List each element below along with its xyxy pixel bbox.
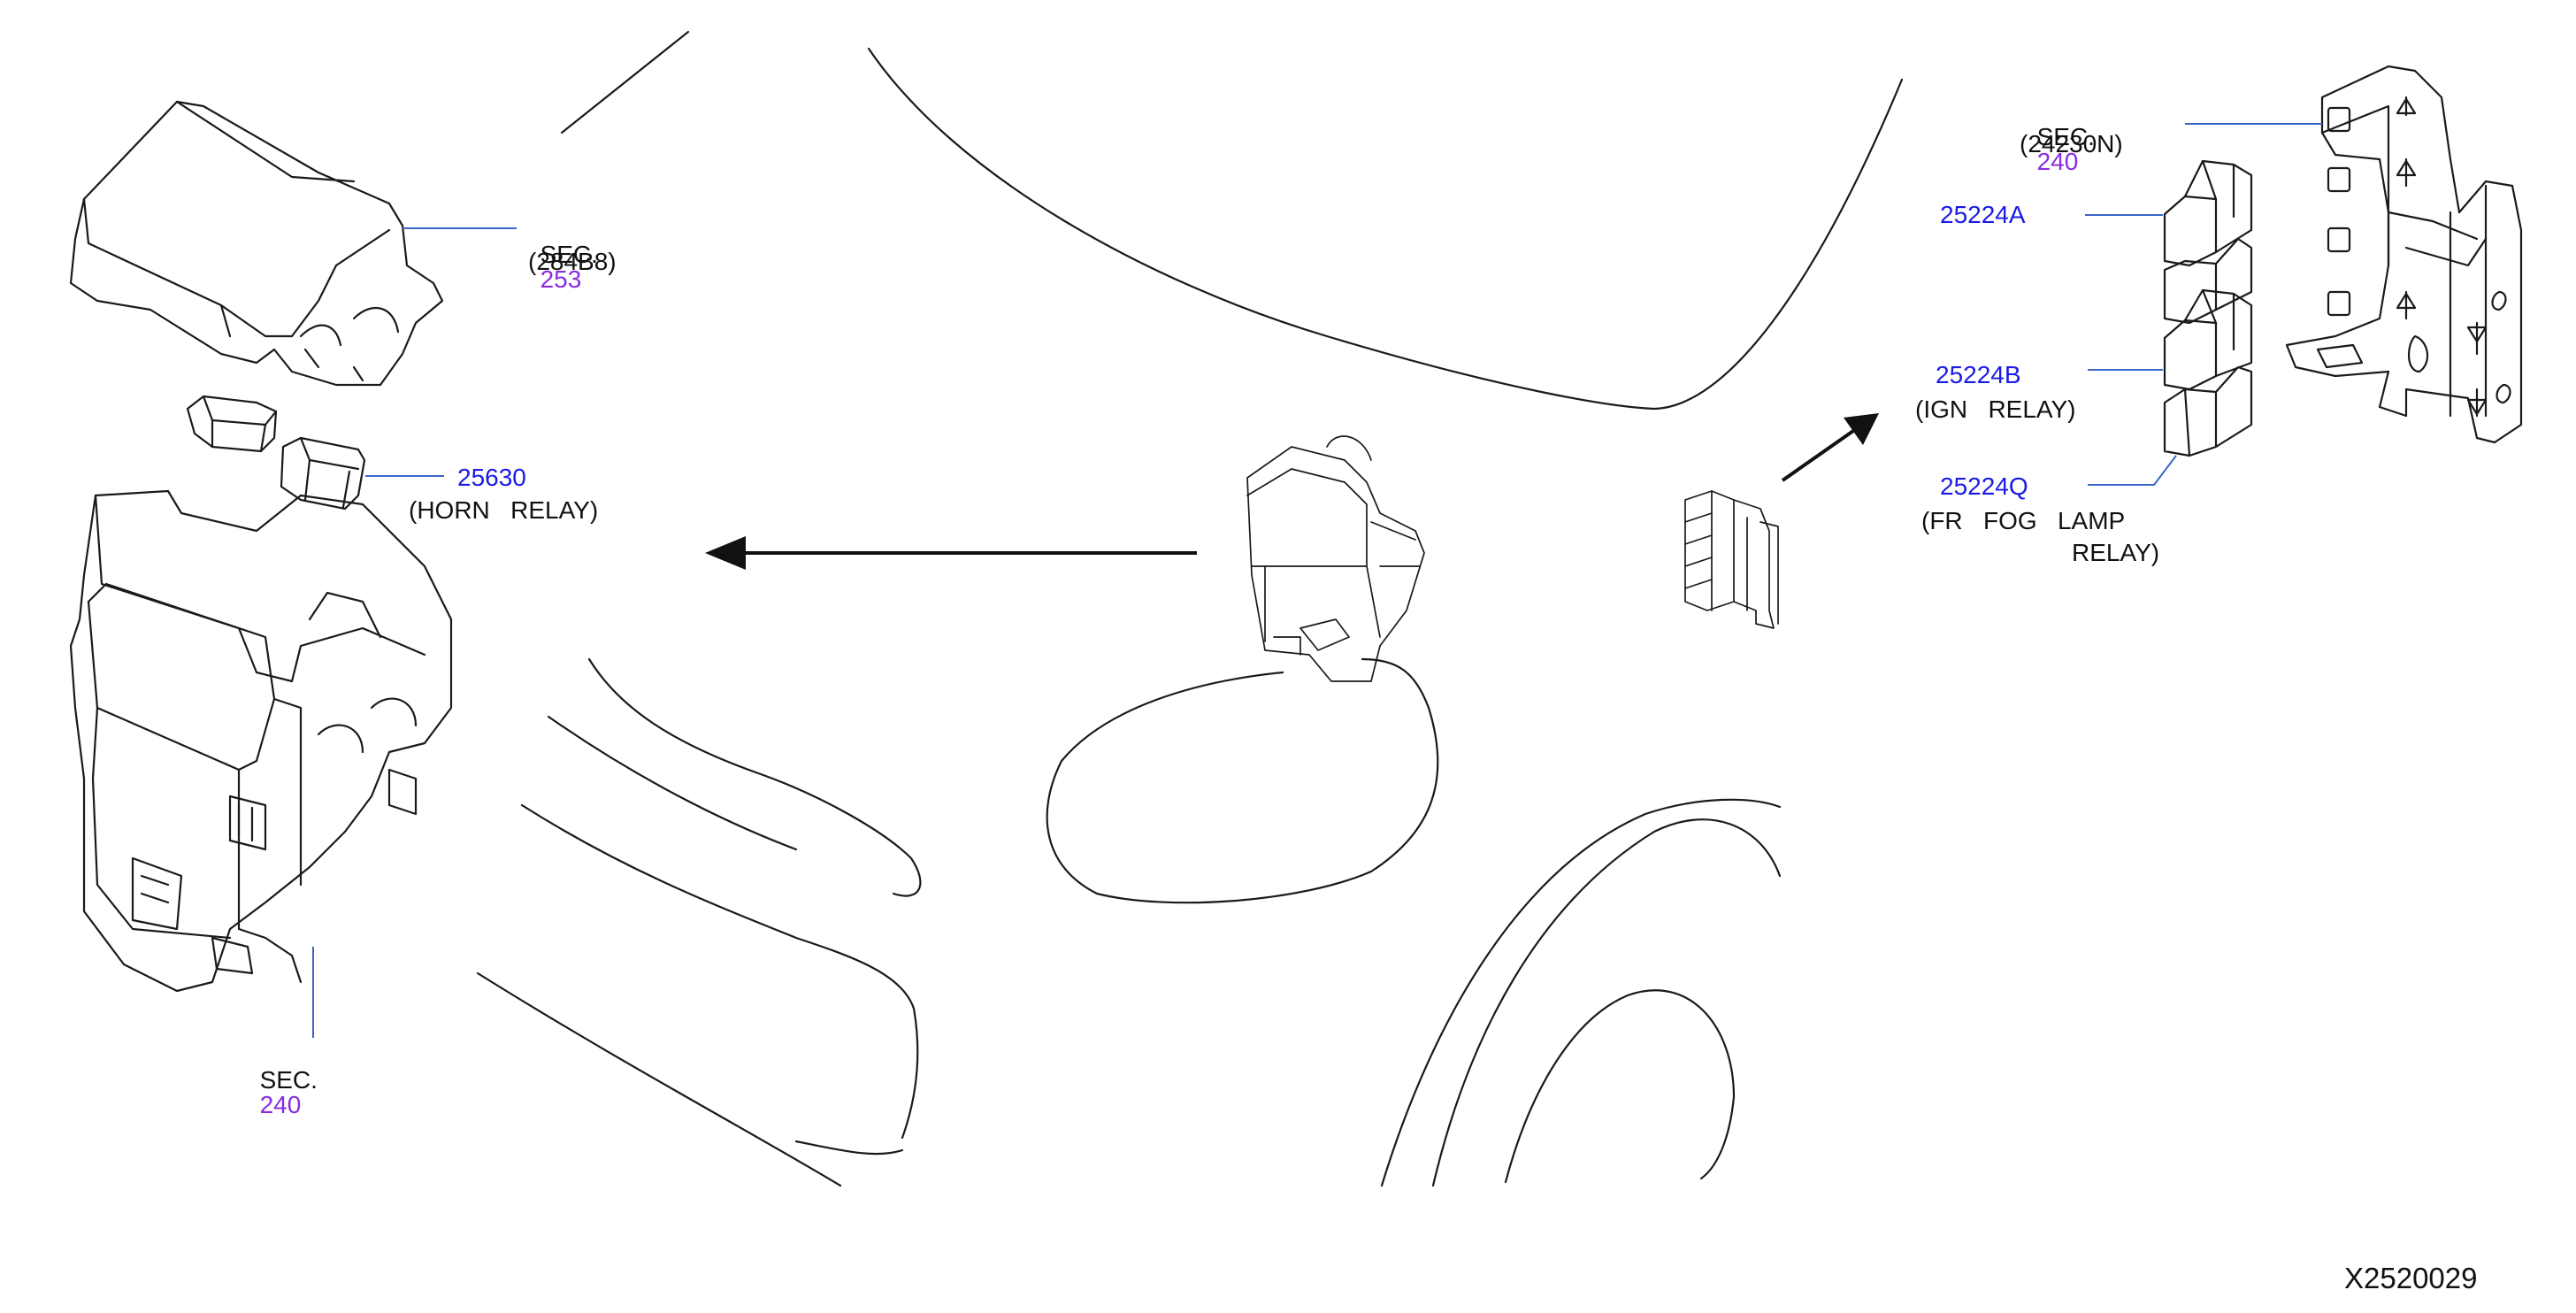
fog-relay-name-line1: (FR FOG LAMP [1921, 507, 2126, 534]
leader-lines [312, 123, 2322, 1038]
relay-middle[interactable] [2163, 237, 2253, 325]
relay-small-left[interactable] [186, 395, 278, 453]
ign-relay[interactable] [2163, 288, 2253, 391]
engine-room-fuse-block[interactable] [69, 489, 453, 993]
relay-a-part-number[interactable]: 25224A [1940, 201, 2026, 228]
ign-relay-part-number[interactable]: 25224B [1936, 361, 2021, 388]
sec-number-link[interactable]: 253 [540, 265, 582, 293]
cover-sec-label: SEC. 253 [526, 218, 598, 292]
relay-bracket-small[interactable] [1684, 490, 1779, 629]
horn-relay-part-number[interactable]: 25630 [457, 464, 526, 491]
sec-number-link[interactable]: 240 [2036, 148, 2079, 175]
engine-room-fusible-block-small[interactable] [1246, 435, 1425, 682]
fuse-block-sec-label: SEC. 240 [246, 1043, 318, 1117]
leader-fog-relay [2088, 455, 2177, 486]
vehicle-body-outline [476, 30, 1904, 1187]
ign-relay-name: (IGN RELAY) [1915, 395, 2076, 423]
sec-prefix: SEC. [540, 241, 598, 268]
fog-relay-name-line2: RELAY) [2072, 539, 2160, 566]
relay-25224A[interactable] [2163, 159, 2253, 267]
fr-fog-lamp-relay[interactable] [2163, 365, 2253, 457]
diagram-id: X2520029 [2344, 1262, 2478, 1294]
horn-relay-name: (HORN RELAY) [409, 496, 599, 524]
cover-part-ref: (284B8) [528, 248, 617, 275]
sec-prefix: SEC. [259, 1066, 318, 1094]
arrow-to-right-assembly [1781, 413, 1879, 482]
bracket-part-ref: (24230N) [2020, 130, 2123, 157]
sec-number-link[interactable]: 240 [259, 1091, 302, 1118]
arrow-to-left-assembly [705, 536, 1197, 570]
highlight-ellipse [1046, 657, 1439, 904]
relay-bracket-assembly[interactable] [2285, 65, 2523, 444]
sec-prefix: SEC. [2036, 123, 2095, 150]
fuse-box-cover[interactable] [69, 100, 444, 387]
horn-relay[interactable] [280, 436, 366, 511]
fog-relay-part-number[interactable]: 25224Q [1940, 472, 2028, 500]
bracket-sec-label: SEC. 240 [2023, 100, 2095, 174]
